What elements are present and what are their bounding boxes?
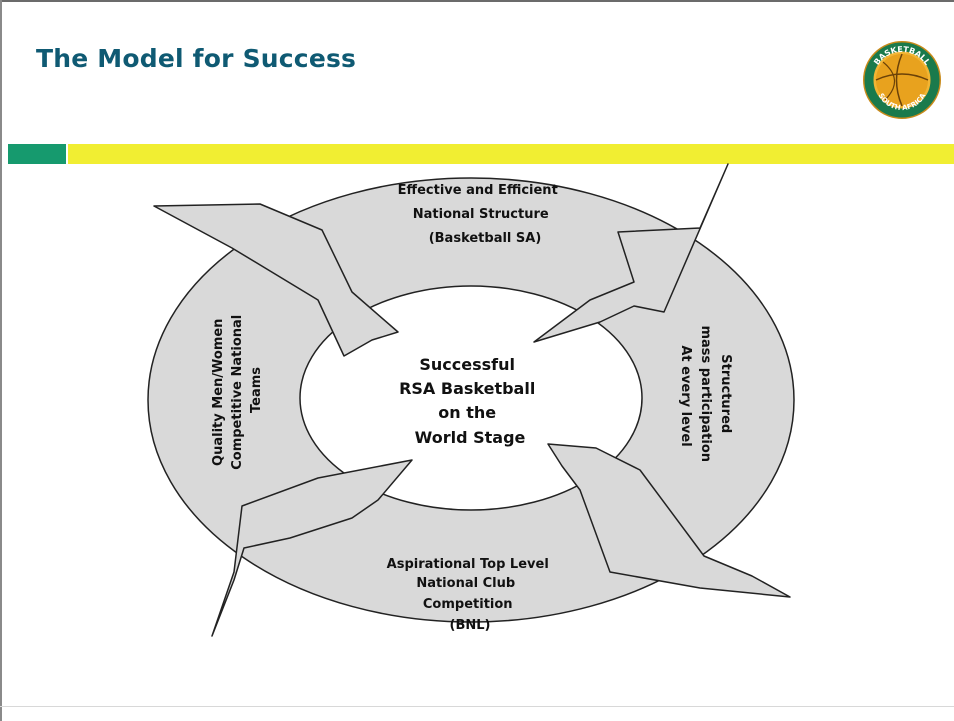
accent-bar-yellow bbox=[68, 144, 954, 164]
right-label-line-2: mass participation bbox=[698, 325, 713, 462]
slide-frame-top bbox=[0, 0, 954, 2]
center-label-line-2: RSA Basketball bbox=[399, 379, 535, 398]
accent-bar-green bbox=[8, 144, 66, 164]
arrow-head-bottom-right bbox=[547, 443, 791, 598]
top-label-line-1: Effective and Efficient bbox=[398, 183, 558, 198]
arrow-head-bottom-left bbox=[211, 459, 413, 637]
center-label-line-4: World Stage bbox=[415, 428, 526, 447]
slide-title: The Model for Success bbox=[36, 44, 357, 73]
center-label-line-1: Successful bbox=[419, 355, 515, 374]
top-label-line-2: National Structure bbox=[413, 207, 549, 222]
bottom-segment-label: Aspirational Top Level National Club Com… bbox=[387, 557, 554, 633]
bottom-label-line-2: National Club bbox=[416, 576, 515, 591]
basketball-south-africa-logo: BASKETBALL SOUTH AFRICA bbox=[863, 41, 941, 119]
slide-frame-bottom bbox=[0, 706, 954, 707]
right-label-line-1: Structured bbox=[718, 354, 733, 433]
top-label-line-3: (Basketball SA) bbox=[429, 231, 542, 246]
arrow-head-top-left bbox=[153, 203, 399, 357]
center-label: Successful RSA Basketball on the World S… bbox=[399, 355, 541, 447]
left-label-line-3: Teams bbox=[249, 367, 264, 413]
left-label-line-1: Quality Men/Women bbox=[211, 319, 226, 466]
bottom-label-line-3: Competition bbox=[423, 597, 513, 612]
bottom-label-line-1: Aspirational Top Level bbox=[387, 557, 549, 572]
left-segment-label: Quality Men/Women Competitive National T… bbox=[211, 310, 264, 470]
slide-frame-left bbox=[0, 0, 2, 721]
top-segment-label: Effective and Efficient National Structu… bbox=[398, 183, 563, 246]
bottom-label-line-4: (BNL) bbox=[450, 618, 491, 633]
left-label-line-2: Competitive National bbox=[230, 315, 245, 470]
right-segment-label: Structured mass participation At every l… bbox=[678, 325, 733, 466]
arrow-head-top-right bbox=[533, 163, 729, 343]
right-label-line-3: At every level bbox=[678, 345, 693, 446]
center-label-line-3: on the bbox=[438, 403, 496, 422]
